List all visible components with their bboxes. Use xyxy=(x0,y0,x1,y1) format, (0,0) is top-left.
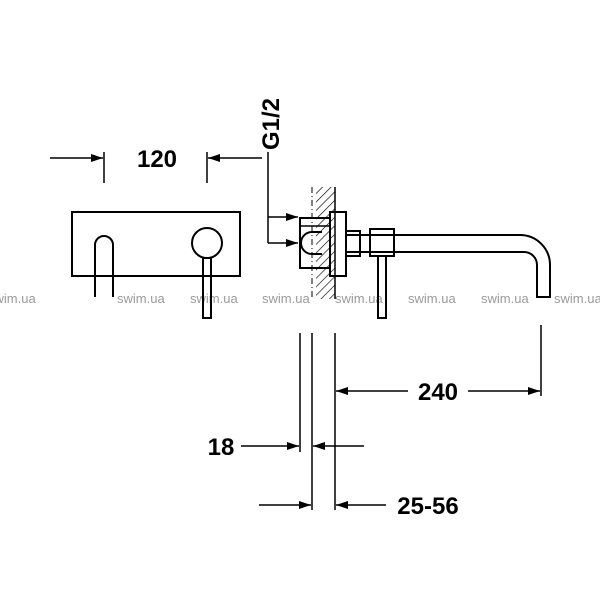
dimension-label-18: 18 xyxy=(208,434,235,461)
dimension-120: 120 xyxy=(50,146,262,183)
lever-side xyxy=(377,255,387,319)
watermark: swim.ua xyxy=(554,291,600,306)
watermark: swim.ua xyxy=(481,291,529,306)
watermark: swim.ua xyxy=(335,291,383,306)
extension-lines xyxy=(299,325,542,510)
dimension-thread: G1/2 xyxy=(258,98,298,247)
wall-plate-front xyxy=(71,211,241,277)
dimension-240: 240 xyxy=(336,379,540,406)
watermark: swim.ua xyxy=(190,291,238,306)
watermark: swim.ua xyxy=(0,291,36,306)
watermark: swim.ua xyxy=(262,291,310,306)
handle-lever xyxy=(202,257,212,319)
watermark: swim.ua xyxy=(117,291,165,306)
dimension-label-120: 120 xyxy=(137,146,177,173)
dimension-label-25-56: 25-56 xyxy=(397,493,458,520)
thread-label: G1/2 xyxy=(258,98,285,150)
side-view xyxy=(299,187,551,319)
spout-side xyxy=(346,234,551,298)
spout-front xyxy=(94,235,114,297)
dimension-18: 18 xyxy=(208,434,364,461)
front-view xyxy=(71,211,241,319)
watermarks: swim.ua swim.ua swim.ua swim.ua swim.ua … xyxy=(0,291,600,306)
watermark: swim.ua xyxy=(408,291,456,306)
handle-knob xyxy=(191,227,223,259)
dimension-label-240: 240 xyxy=(418,379,458,406)
dimension-25-56: 25-56 xyxy=(259,493,459,520)
wall-hatch xyxy=(316,187,335,299)
